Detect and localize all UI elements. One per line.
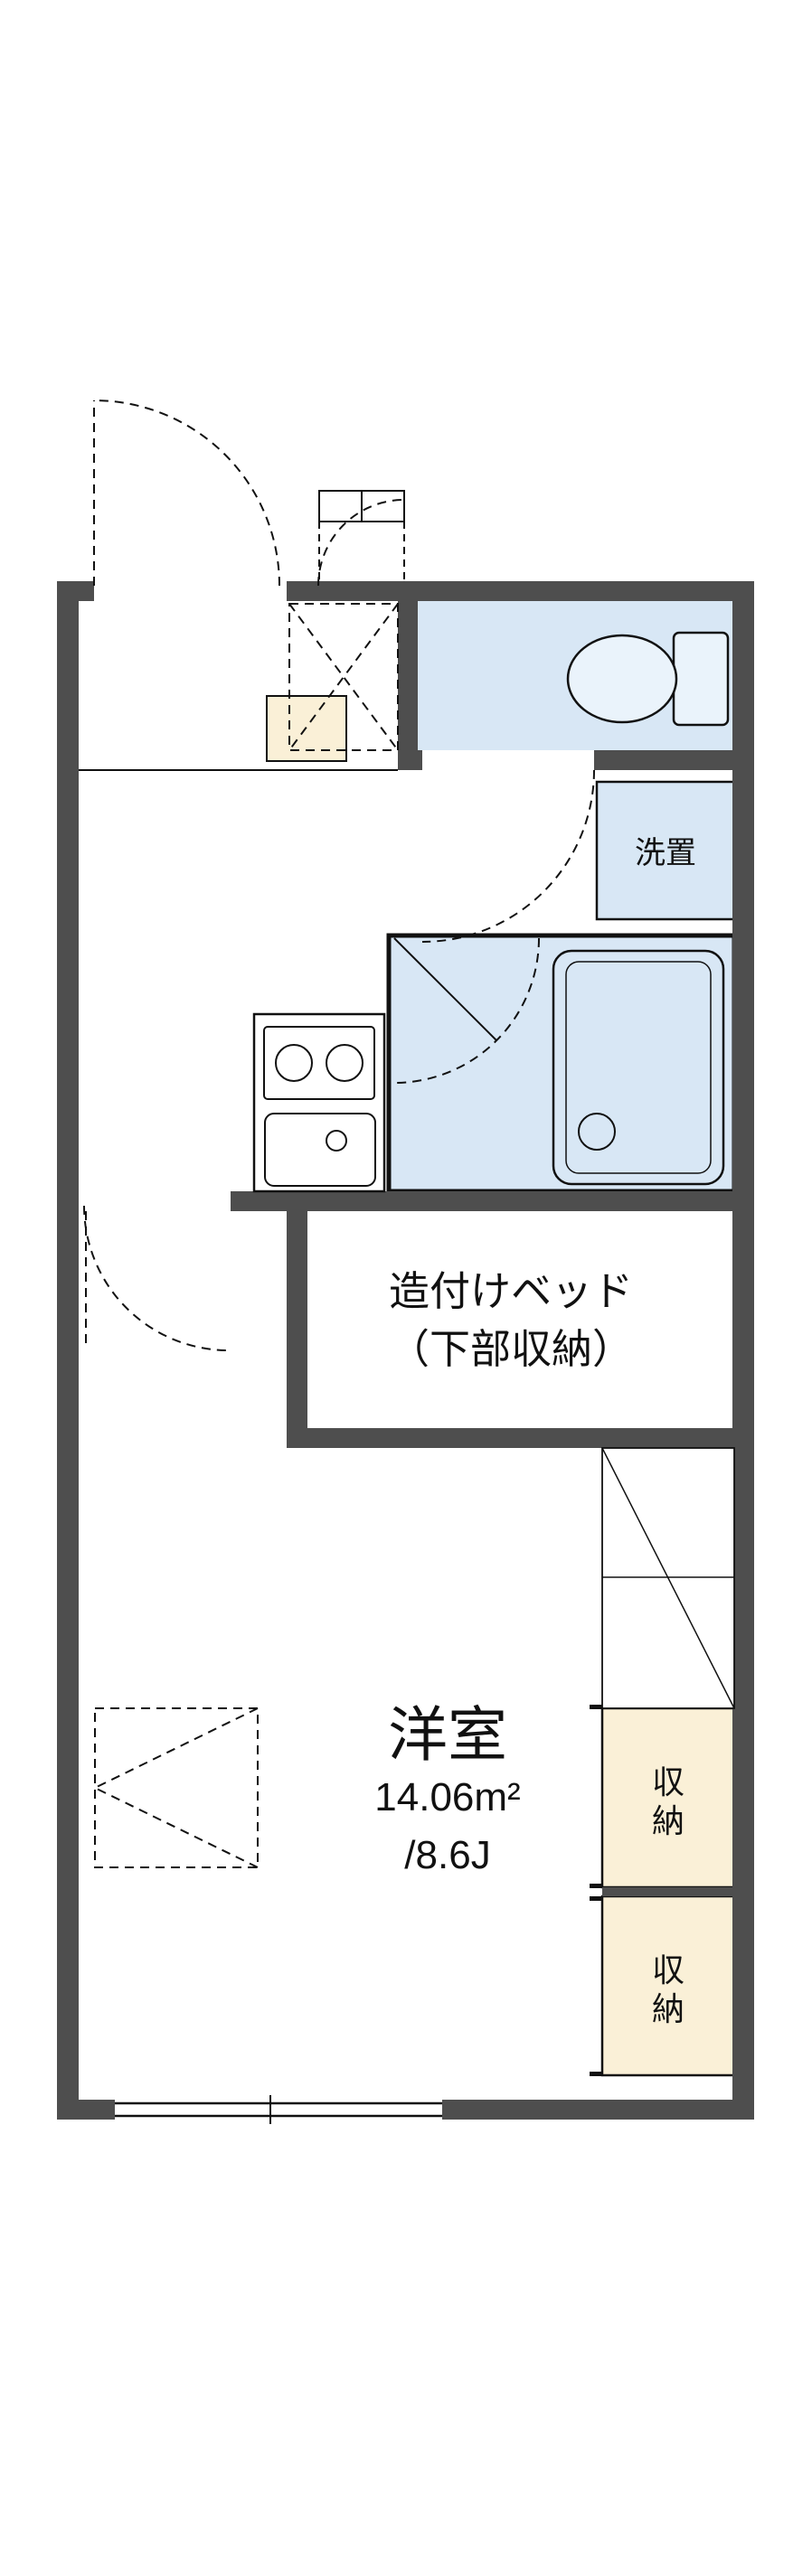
kitchen-counter [252,1012,386,1193]
sink-faucet [326,1130,347,1152]
bath-drain [578,1113,616,1151]
bathtub-inner [565,961,712,1174]
room-door-arc [83,1205,230,1351]
washroom-door-arc [421,769,595,943]
storage-bottom-label-text: 収納 [651,1951,685,2028]
wall-storage-divider [602,1887,734,1896]
storage-bottom-box [600,1894,736,2077]
storage-bottom-label: 収納 [602,1951,734,2028]
wall-bed-bottom [287,1428,734,1448]
bathroom [386,933,737,1194]
bathroom-door-leaf [393,937,497,1041]
storage-hinge-2 [590,1884,602,1888]
room-area-m2-label: 14.06m² [374,1775,521,1819]
storage-hinge-3 [590,1896,602,1901]
toilet-tank [672,631,730,727]
wall-bed-left [287,1191,307,1448]
genkan-box [288,603,399,751]
room-name-label: 洋室 [388,1701,507,1768]
wall-left [57,581,79,2120]
wall-bottom-left [57,2100,115,2120]
wall-toilet-left [398,601,418,770]
wall-below-toilet-left [398,750,422,770]
bed-label-line2: （下部収納） [388,1326,633,1372]
desk-diagonal-2 [94,1787,259,1868]
wall-right [732,581,754,2120]
wall-below-toilet-right [594,750,734,770]
storage-top-label: 収納 [602,1763,734,1840]
room-area-jo-label: /8.6J [404,1833,491,1877]
wall-bottom-right [442,2100,754,2120]
bed-label-line1: 造付けベッド [388,1268,633,1314]
desk-diagonal-1 [94,1707,259,1789]
toilet-bowl [566,634,678,724]
storage-hinge-4 [590,2072,602,2076]
wall-top [287,581,754,601]
entry-door-arc [93,400,280,587]
desk-box [94,1707,259,1868]
stove-burner-right [326,1044,364,1082]
stove-burner-left [275,1044,313,1082]
washer-space [595,780,736,921]
bathroom-door-arc [393,937,540,1084]
wall-below-kitchen [231,1191,734,1211]
shelf-diagonal [601,1447,735,1709]
bathtub-outer [552,949,725,1186]
storage-top-box [600,1706,736,1889]
meter-box-door-arc [317,499,405,587]
kitchen-sink [264,1113,376,1187]
washer-label: 洗置 [635,836,696,870]
stove-panel [263,1026,375,1100]
storage-hinge-1 [590,1705,602,1709]
storage-top-label-text: 収納 [651,1763,685,1840]
